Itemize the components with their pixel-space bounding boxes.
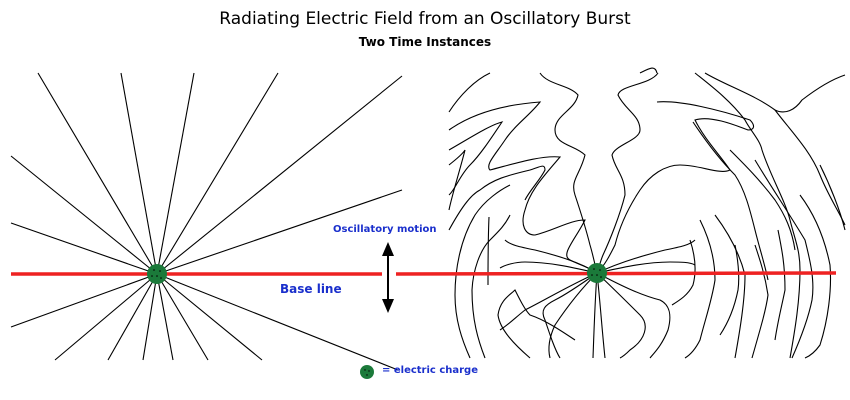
base-line-label: Base line [280,282,342,296]
electric-charge-left [147,264,167,284]
field-line [156,75,403,275]
field-line [704,72,846,113]
field-line [448,149,466,211]
field-line [542,272,598,359]
field-line [596,261,696,274]
field-line [671,239,696,306]
arrow-down-icon [382,299,394,313]
field-line [448,121,504,196]
field-line [596,272,671,359]
field-line [54,273,158,361]
field-line [156,72,195,275]
field-line [819,164,846,231]
field-line [596,239,696,274]
field-line [684,219,716,359]
field-line [10,155,158,275]
oscillatory-motion-arrow [382,242,394,313]
field-line [774,229,786,341]
field-line [454,184,511,359]
field-line [448,165,546,231]
field-line [499,261,598,274]
field-line [639,67,658,74]
field-line [156,189,403,275]
field-line [714,214,746,359]
field-line [596,72,659,274]
field-line [156,273,263,361]
field-line [107,273,158,361]
field-line [504,239,598,274]
field-line [499,272,598,331]
field-line [754,159,814,359]
field-line [719,244,740,336]
field-line [694,72,801,359]
field-line [539,72,598,274]
radiating-field-lines [448,67,846,359]
field-line [156,72,279,275]
field-line [729,149,796,251]
field-line [156,273,174,361]
field-line [156,273,209,361]
diagram-subtitle: Two Time Instances [358,35,492,49]
field-line [592,272,598,359]
field-line [799,194,832,359]
field-line [448,72,491,113]
legend-charge-icon [360,365,374,379]
field-line [596,272,646,359]
diagram-title: Radiating Electric Field from an Oscilla… [219,9,631,29]
arrow-up-icon [382,242,394,256]
oscillatory-motion-label: Oscillatory motion [333,224,436,235]
field-line [774,109,846,226]
field-line [596,272,606,359]
field-line [448,101,598,274]
field-line [751,244,769,359]
field-line [10,222,158,275]
electric-charge-right [587,263,607,283]
field-line [487,216,490,286]
field-line [156,273,399,371]
field-line [120,72,158,275]
field-line [497,289,576,359]
field-line [692,121,769,281]
base-line-right [395,271,837,276]
static-field-lines [10,72,403,371]
field-line [548,272,598,359]
legend-label: = electric charge [382,365,478,376]
field-line [37,72,158,275]
field-line [142,273,158,361]
field-line [10,273,158,328]
field-line [471,214,511,359]
